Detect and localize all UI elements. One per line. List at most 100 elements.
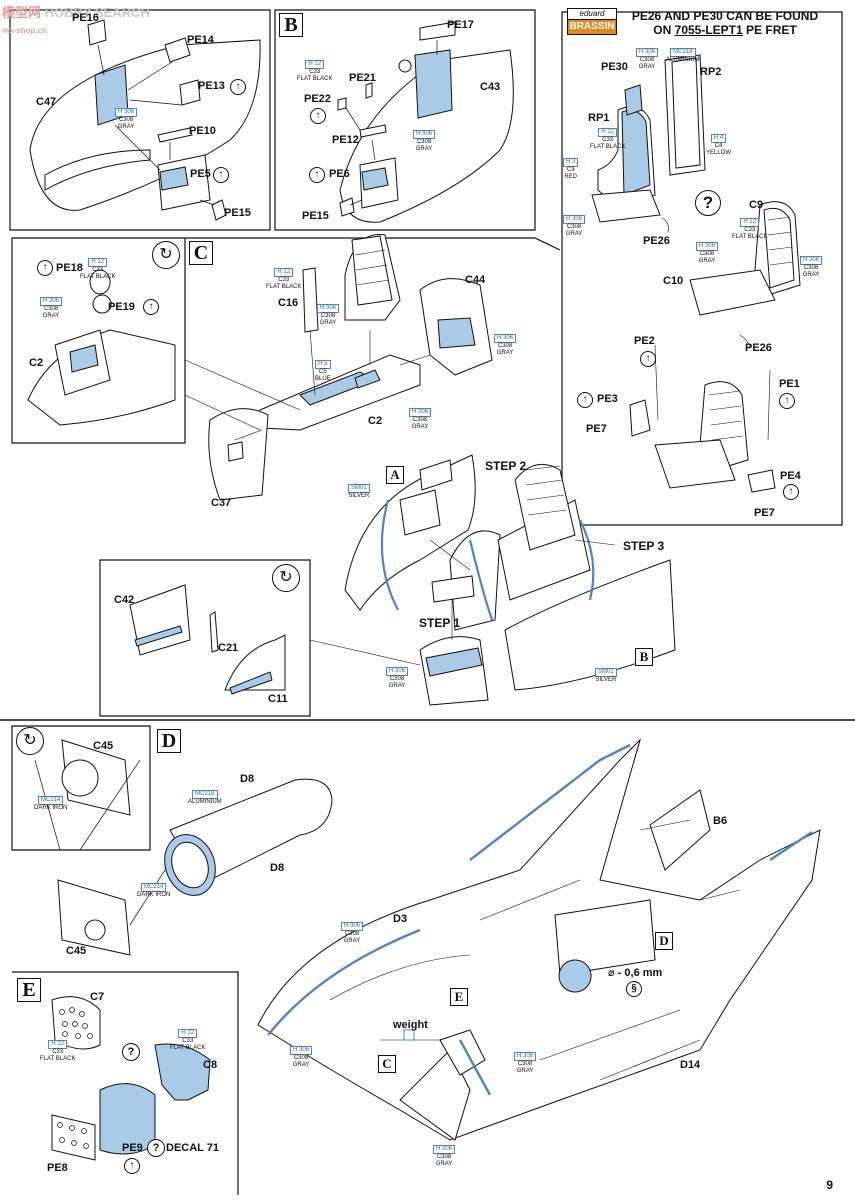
part-c45b: C45 — [66, 945, 87, 957]
drill-note: ⌀ - 0,6 mm — [608, 967, 663, 979]
step-2-label: STEP 2 — [485, 459, 527, 473]
part-d8: D8 — [240, 773, 255, 785]
part-pe4: PE4 — [780, 470, 801, 482]
part-pe16: PE16 — [72, 12, 99, 24]
fold-arrow-icon: ↑ — [779, 393, 795, 409]
part-c7: C7 — [90, 991, 105, 1003]
part-pe21: PE21 — [349, 72, 376, 84]
brassin-logo: eduard BRASSIN — [567, 8, 617, 35]
part-rp2: RP2 — [700, 66, 722, 78]
part-pe7: PE7 — [586, 423, 607, 435]
part-pe5: PE5 — [190, 168, 211, 180]
part-pe12: PE12 — [332, 134, 359, 146]
part-c37: C37 — [211, 497, 232, 509]
marker-a: A — [386, 466, 404, 484]
fold-arrow-icon: ↑ — [230, 79, 246, 95]
part-c2b: C2 — [368, 415, 383, 427]
part-pe26: PE26 — [643, 235, 670, 247]
pe-note-line2: ON 7055-LEPT1 PE FRET — [653, 23, 797, 38]
weight-label: weight — [393, 1019, 428, 1031]
section-e-box: E — [17, 978, 41, 1002]
watermark-sub: mx-shop.cn — [2, 26, 47, 35]
fold-arrow-icon: ↑ — [213, 167, 229, 183]
part-pe8: PE8 — [47, 1162, 68, 1174]
marker-e: E — [450, 988, 468, 1006]
part-d14: D14 — [680, 1059, 701, 1071]
fold-arrow-icon: ↑ — [783, 484, 799, 500]
section-b-box: B — [279, 13, 303, 37]
question-icon: ? — [147, 1139, 165, 1157]
question-icon: ? — [122, 1043, 140, 1061]
fold-arrow-icon: ↑ — [577, 392, 593, 408]
marker-c: C — [378, 1055, 396, 1073]
step-1-label: STEP 1 — [419, 616, 461, 630]
section-c-box: C — [189, 241, 213, 265]
part-b6: B6 — [713, 815, 728, 827]
part-pe15b: PE15 — [302, 210, 329, 222]
part-pe14: PE14 — [187, 34, 214, 46]
part-c8: C8 — [203, 1059, 218, 1071]
part-pe1: PE1 — [779, 378, 800, 390]
part-pe3: PE3 — [597, 393, 618, 405]
part-c42: C42 — [114, 594, 135, 606]
brand-top: eduard — [567, 8, 617, 20]
part-c9: C9 — [749, 199, 764, 211]
part-c16: C16 — [278, 297, 299, 309]
watermark-right: HOBBY SEARCH — [44, 5, 150, 20]
marker-d: D — [655, 932, 673, 950]
part-c10: C10 — [663, 275, 684, 287]
part-d3: D3 — [393, 913, 408, 925]
part-pe19: PE19 — [108, 301, 135, 313]
part-pe17: PE17 — [447, 19, 474, 31]
part-c44: C44 — [465, 274, 486, 286]
drill-icon: § — [626, 981, 642, 997]
part-c2: C2 — [29, 357, 44, 369]
part-pe30: PE30 — [601, 61, 628, 73]
part-pe26b: PE26 — [745, 342, 772, 354]
part-c47: C47 — [36, 96, 57, 108]
part-pe18: PE18 — [56, 262, 83, 274]
fold-arrow-icon: ↑ — [143, 299, 159, 315]
step-3-label: STEP 3 — [623, 539, 665, 553]
part-pe2: PE2 — [634, 335, 655, 347]
page-number: 9 — [826, 1178, 833, 1192]
section-d-box: D — [157, 729, 181, 753]
watermark-left: 模型网 — [2, 5, 42, 20]
rotate-icon: ↻ — [152, 241, 180, 269]
part-decal-71: DECAL 71 — [166, 1142, 219, 1154]
fold-arrow-icon: ↑ — [310, 108, 326, 124]
fold-arrow-icon: ↑ — [124, 1158, 140, 1174]
part-c43: C43 — [480, 81, 501, 93]
part-c21: C21 — [218, 642, 239, 654]
part-pe22: PE22 — [304, 93, 331, 105]
pe-note-line1: PE26 AND PE30 CAN BE FOUND — [631, 9, 819, 23]
fold-arrow-icon: ↑ — [640, 351, 656, 367]
marker-b: B — [635, 648, 653, 666]
fold-arrow-icon: ↑ — [309, 167, 325, 183]
